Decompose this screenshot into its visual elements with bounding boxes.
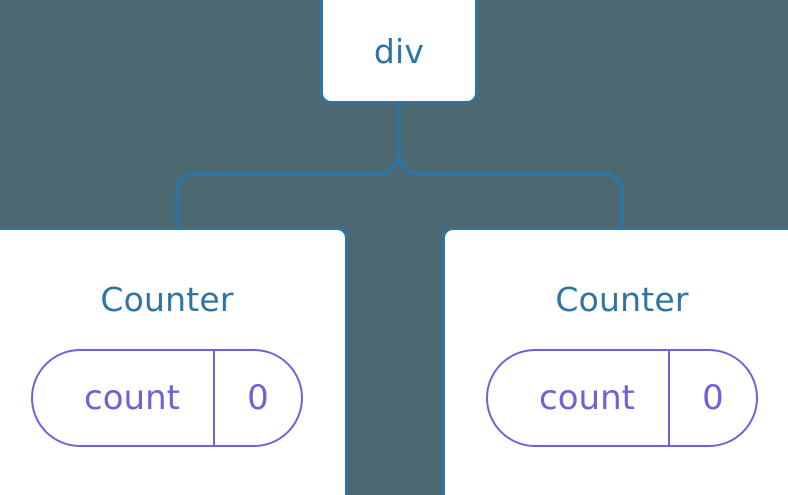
node-counter-1[interactable]: Counter count 0 (442, 227, 788, 495)
node-root-label: div (373, 31, 425, 71)
node-counter-0[interactable]: Counter count 0 (0, 227, 348, 495)
state-value-counter-0: 0 (213, 351, 301, 445)
node-counter-1-label: Counter (555, 280, 689, 319)
state-value-counter-1: 0 (668, 351, 756, 445)
state-key-counter-0: count (84, 378, 180, 418)
state-pill-counter-0[interactable]: count 0 (31, 349, 303, 447)
state-pill-counter-1[interactable]: count 0 (486, 349, 758, 447)
node-root-div[interactable]: div (320, 0, 478, 104)
connector-root-stem (397, 101, 624, 233)
connector-branch-left (175, 148, 401, 233)
node-counter-0-label: Counter (100, 280, 234, 319)
state-key-counter-1: count (539, 378, 635, 418)
